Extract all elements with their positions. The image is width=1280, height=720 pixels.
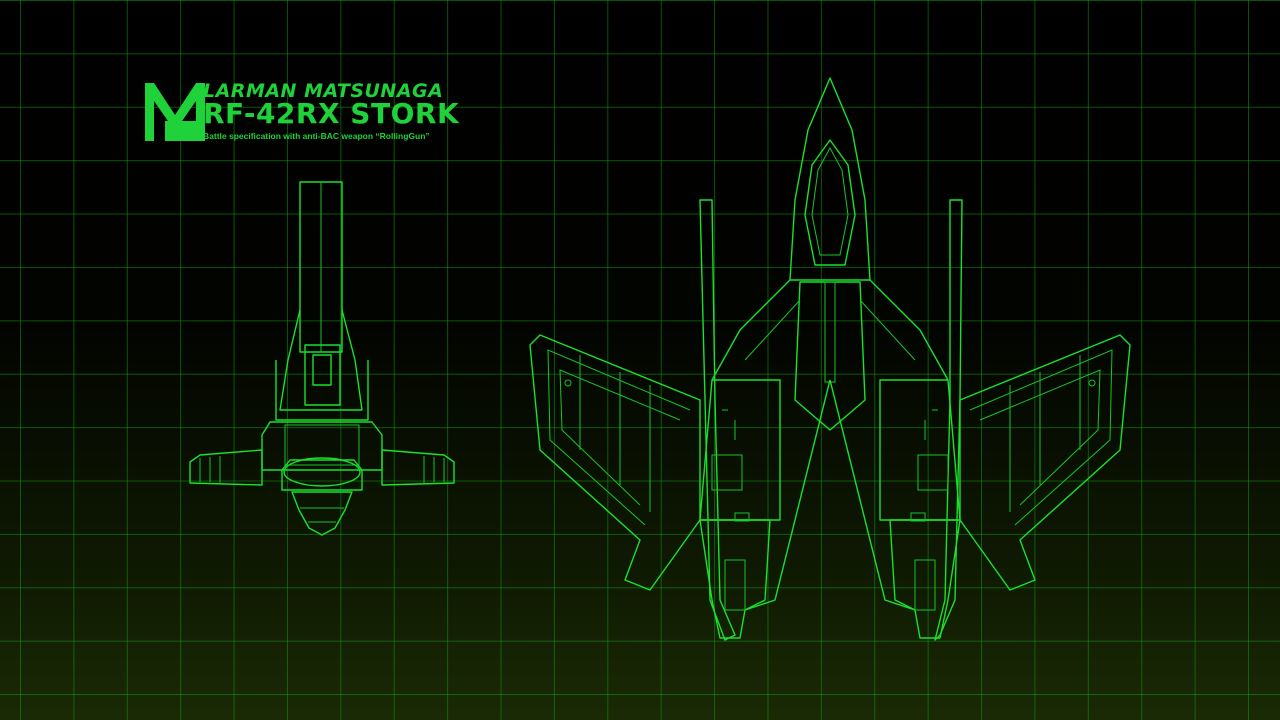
spec-subtitle: Battle specification with anti-BAC weapo… xyxy=(203,131,430,141)
maker-name: LARMAN MATSUNAGA xyxy=(203,80,444,102)
title-block: LARMAN MATSUNAGA RF-42RX STORK Battle sp… xyxy=(145,80,505,150)
top-view-wireframe xyxy=(529,77,1131,641)
front-view-wireframe xyxy=(189,181,455,536)
model-name: RF-42RX STORK xyxy=(203,97,460,130)
lm-logo-icon xyxy=(145,83,205,141)
